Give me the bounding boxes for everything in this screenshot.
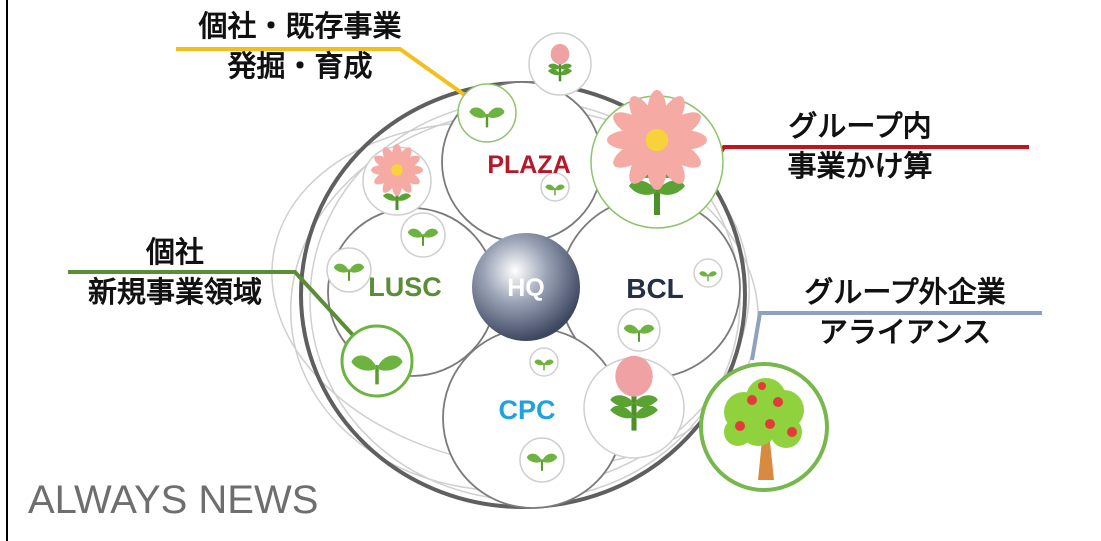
caption-external-line1: グループ外企業	[804, 275, 1006, 309]
apple-tree-icon	[724, 378, 804, 480]
hq-circle	[472, 233, 580, 341]
sprout-bubble-bcl-2	[617, 308, 661, 352]
daisy-large-icon	[607, 90, 707, 215]
cpc-label: CPC	[498, 395, 555, 425]
caption-new-line1: 個社	[145, 235, 204, 269]
caption-group-multiplication: グループ内 事業かけ算	[765, 106, 955, 186]
caption-existing-line1: 個社・既存事業	[198, 9, 402, 43]
sprout-bubble-lusc-large	[340, 324, 414, 398]
leader-line-c3	[68, 270, 364, 347]
caption-external-line2: アライアンス	[818, 315, 992, 349]
lusc-label: LUSC	[368, 272, 442, 302]
sprout-bubble-plaza	[457, 83, 517, 143]
plaza-label: PLAZA	[487, 151, 570, 179]
caption-group-line2: 事業かけ算	[787, 149, 933, 183]
sprout-bubble-bcl-1	[693, 258, 723, 288]
sprout-bubble-plaza-small	[540, 172, 570, 202]
caption-group-line1: グループ内	[788, 109, 932, 143]
always-news-logo: ALWAYS NEWS	[28, 478, 319, 522]
unit-labels: PLAZA LUSC BCL CPC HQ	[368, 151, 684, 425]
plant-icons	[332, 42, 804, 480]
leader-line-c4	[750, 311, 1042, 361]
caption-existing-business: 個社・既存事業 発掘・育成	[160, 6, 440, 86]
sprout-bubble-cpc-top	[529, 347, 559, 377]
left-border-line	[6, 0, 8, 541]
daisy-small-icon	[371, 144, 423, 210]
caption-new-line2: 新規事業領域	[87, 275, 262, 309]
caption-new-business: 個社 新規事業領域	[60, 232, 290, 312]
bcl-label: BCL	[626, 273, 684, 304]
leader-line-c1	[176, 47, 468, 98]
caption-existing-line2: 発掘・育成	[227, 49, 373, 83]
caption-external-alliance: グループ外企業 アライアンス	[770, 272, 1040, 352]
hq-label: HQ	[507, 274, 545, 302]
